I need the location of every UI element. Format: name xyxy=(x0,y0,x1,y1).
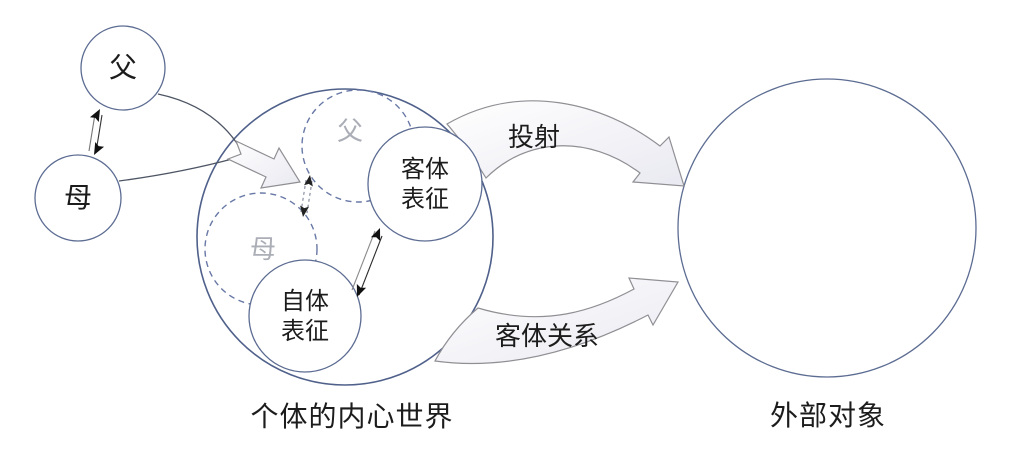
external-object-caption: 外部对象 xyxy=(769,399,887,431)
self-representation-circle xyxy=(248,259,362,373)
external-object-circle xyxy=(677,78,977,378)
self-representation-label: 自体 表征 xyxy=(281,288,329,345)
arrowhead-icon xyxy=(370,228,381,241)
mother-internalization-curve xyxy=(118,157,237,182)
external-mother-circle xyxy=(34,154,122,242)
internalization-block-arrow-icon xyxy=(226,139,301,189)
external-parents-double-arrow xyxy=(88,109,105,155)
object-representation-label: 客体 表征 xyxy=(401,156,449,213)
arrowhead-icon xyxy=(300,205,309,217)
arrowhead-icon xyxy=(94,142,105,155)
father-internalization-curve xyxy=(157,93,241,149)
internalized-father-label: 父 xyxy=(336,116,364,147)
arrowhead-icon xyxy=(356,284,367,297)
external-father-label: 父 xyxy=(108,51,138,83)
internal-parents-double-arrow xyxy=(300,175,313,217)
projection-arrow-icon xyxy=(446,100,685,187)
projection-label: 投射 xyxy=(507,122,561,153)
inner-world-caption: 个体的内心世界 xyxy=(250,400,454,432)
external-father-circle xyxy=(80,25,166,111)
object-relation-arrow-icon xyxy=(434,277,679,365)
arrowhead-icon xyxy=(304,175,313,187)
arrowhead-icon xyxy=(89,109,100,122)
external-mother-label: 母 xyxy=(63,181,93,213)
internalized-mother-label: 母 xyxy=(249,234,277,265)
object-representation-circle xyxy=(367,126,483,242)
object-relation-label: 客体关系 xyxy=(494,321,600,352)
representations-double-arrow xyxy=(351,228,383,297)
